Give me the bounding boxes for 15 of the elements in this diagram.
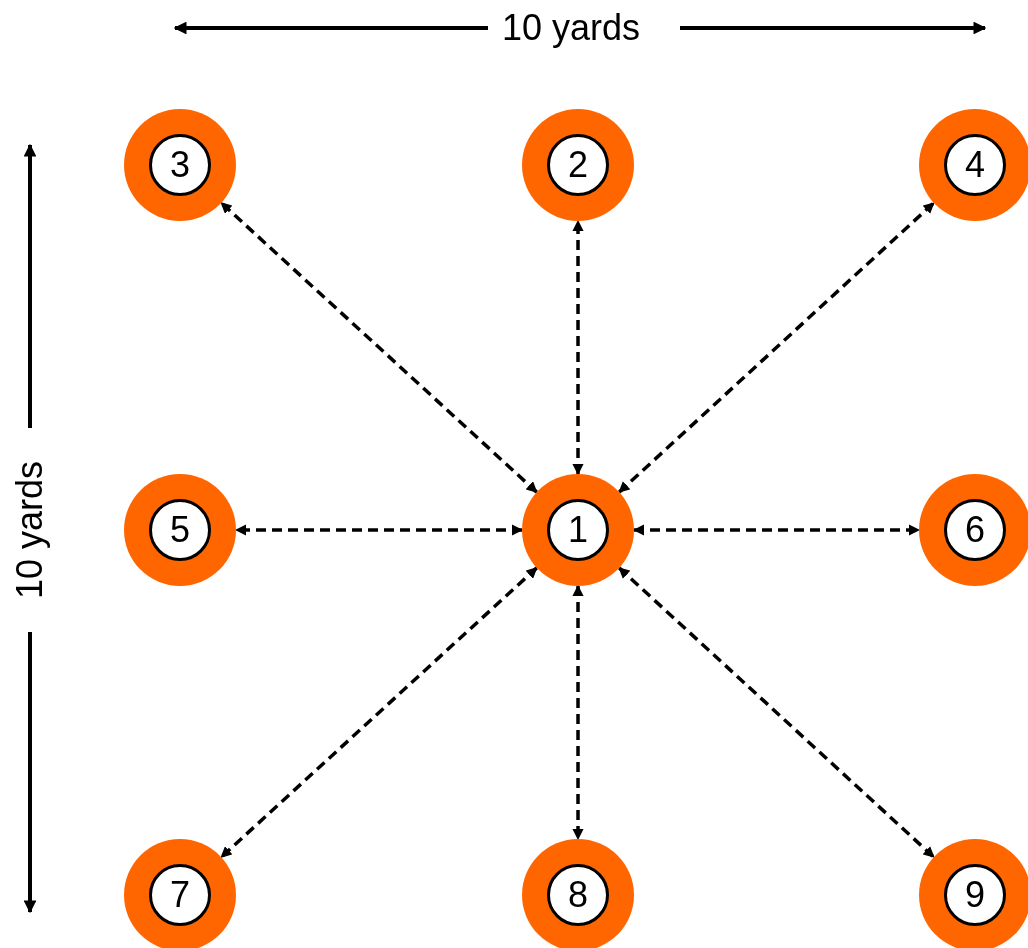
cone-number: 3 (170, 147, 190, 183)
cone-number: 8 (568, 877, 588, 913)
dashed-arrow (572, 584, 584, 841)
cone-number: 4 (965, 147, 985, 183)
dashed-arrow (618, 566, 935, 859)
dashed-arrow (572, 219, 584, 476)
cone-number: 7 (170, 877, 190, 913)
cone-number: 1 (568, 512, 588, 548)
dashed-arrow (220, 201, 538, 494)
cone-number: 6 (965, 512, 985, 548)
cone-number: 2 (568, 147, 588, 183)
dashed-arrow (220, 566, 538, 859)
dashed-arrow (618, 201, 935, 494)
cone-number: 9 (965, 877, 985, 913)
cone-number: 5 (170, 512, 190, 548)
